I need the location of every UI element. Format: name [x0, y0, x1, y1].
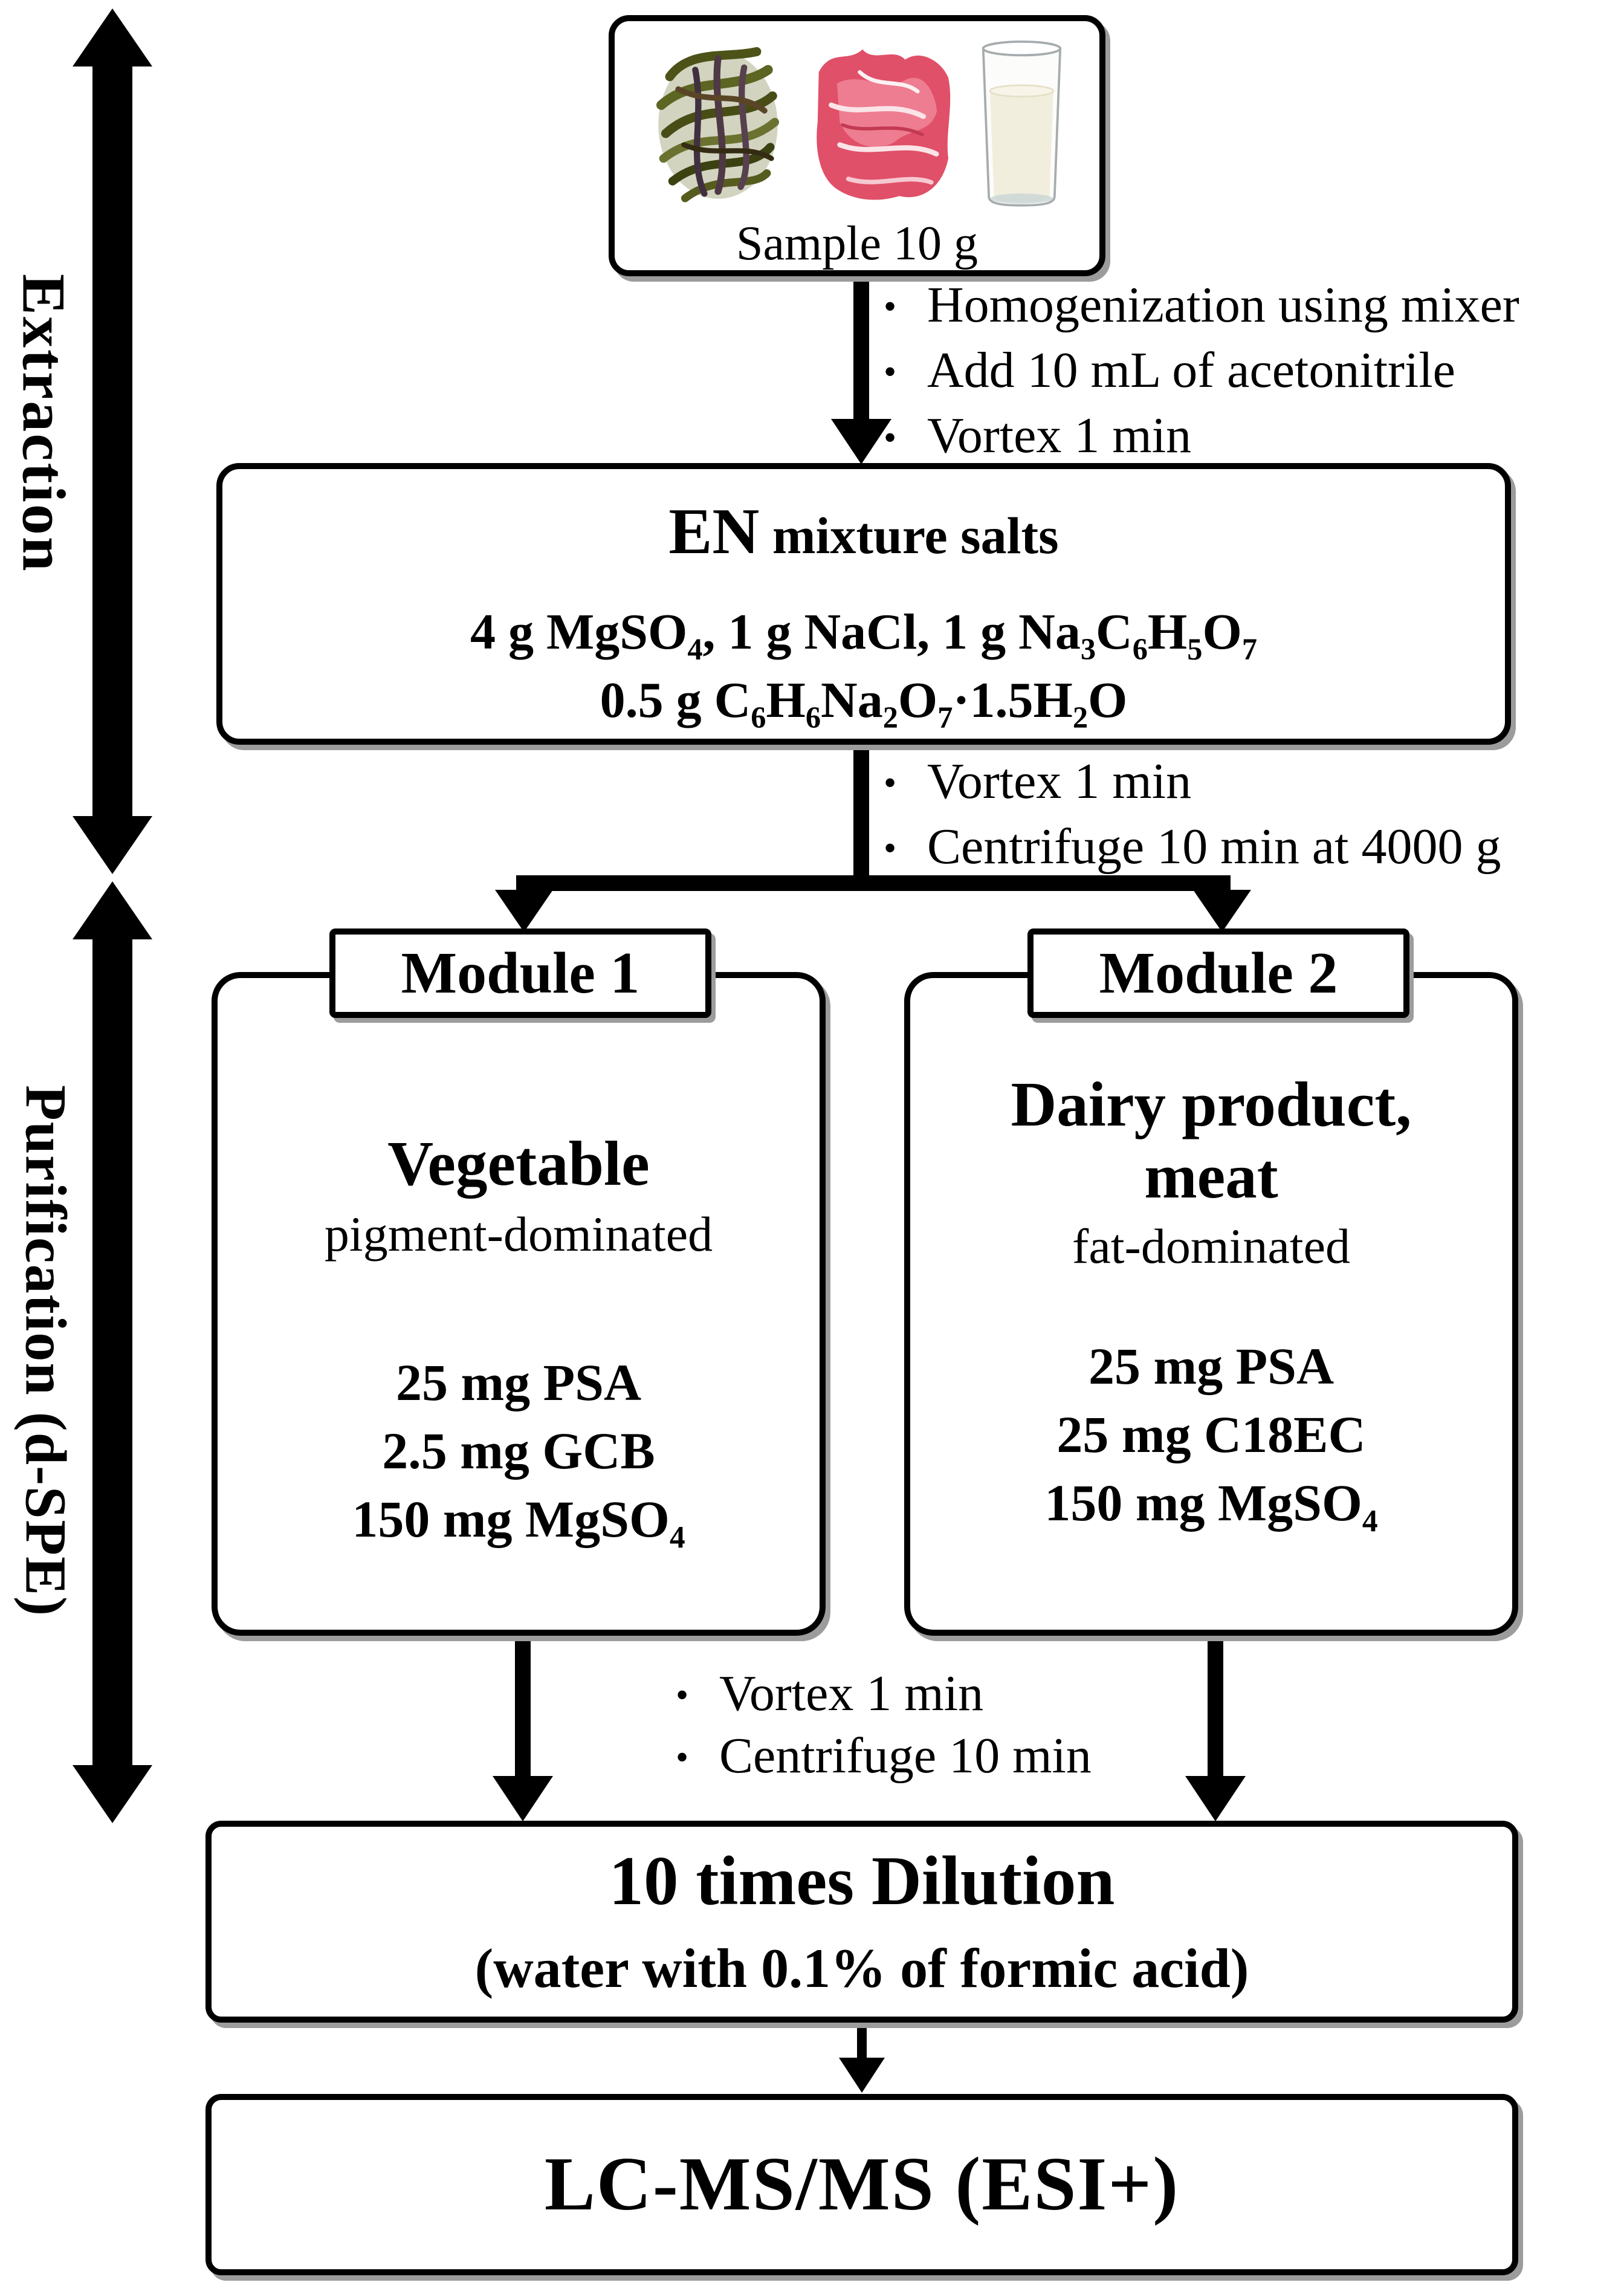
module-2-sorbent-list: 25 mg PSA 25 mg C18EC 150 mg MgSO4 — [1044, 1332, 1377, 1537]
module-2-subtitle: fat-dominated — [1072, 1219, 1350, 1274]
bullet-item: Add 10 mL of acetonitrile — [884, 339, 1519, 404]
split-arrowhead-module-2 — [1193, 890, 1251, 932]
bullet-item: Vortex 1 min — [676, 1664, 1092, 1726]
extraction-span-arrow — [73, 8, 152, 874]
module-2-title: Dairy product,meat — [1011, 1069, 1412, 1211]
en-mixture-salts-box: EN mixture salts 4 g MgSO4, 1 g NaCl, 1 … — [216, 463, 1511, 745]
module-1-box: Vegetable pigment-dominated 25 mg PSA 2.… — [212, 972, 826, 1636]
connector-sample-to-en-line — [853, 275, 869, 420]
sample-images-row — [643, 37, 1071, 207]
dilution-title: 10 times Dilution — [609, 1842, 1115, 1919]
module-1-title: Vegetable — [387, 1128, 650, 1199]
module-1-label: Module 1 — [401, 941, 640, 1006]
sorbent-item: 25 mg PSA — [395, 1353, 642, 1412]
module-2-label: Module 2 — [1099, 941, 1338, 1006]
glass-of-milk-image — [982, 41, 1062, 207]
connector-module-1-to-dilution-arrowhead — [493, 1776, 553, 1821]
raw-meat-image — [817, 49, 951, 200]
sample-caption: Sample 10 g — [736, 217, 978, 270]
sample-box: Sample 10 g — [609, 15, 1105, 276]
sorbent-item: 25 mg C18EC — [1056, 1405, 1366, 1463]
sorbent-item: 2.5 mg GCB — [382, 1422, 655, 1480]
lcms-box: LC-MS/MS (ESI+) — [205, 2094, 1518, 2275]
module-2-label-box: Module 2 — [1027, 928, 1409, 1018]
split-arrowhead-module-1 — [495, 890, 553, 932]
connector-dilution-to-lcms-arrowhead — [839, 2058, 885, 2093]
sorbent-item: 150 mg MgSO4 — [1044, 1473, 1378, 1538]
bullet-item: Homogenization using mixer — [884, 273, 1519, 339]
stage-label-purification: Purification (d-SPE) — [13, 1085, 79, 1617]
en-box-title-rest: mixture salts — [759, 507, 1059, 565]
after-sample-bullets: Homogenization using mixer Add 10 mL of … — [884, 273, 1519, 470]
bullet-item: Vortex 1 min — [884, 750, 1501, 815]
en-salts-line-2: 0.5 g C6H6Na2O7·1.5H2O — [600, 672, 1128, 734]
connector-module-2-to-dilution-line — [1208, 1632, 1223, 1778]
after-module-bullets: Vortex 1 min Centrifuge 10 min — [676, 1664, 1092, 1788]
bullet-item: Centrifuge 10 min — [676, 1726, 1092, 1788]
sorbent-item: 25 mg PSA — [1088, 1337, 1334, 1395]
bullet-item: Centrifuge 10 min at 4000 g — [884, 815, 1501, 880]
module-1-sorbent-list: 25 mg PSA 2.5 mg GCB 150 mg MgSO4 — [352, 1349, 685, 1554]
dilution-subtitle: (water with 0.1% of formic acid) — [474, 1937, 1249, 2000]
sorbent-item: 150 mg MgSO4 — [352, 1490, 685, 1555]
after-en-bullets: Vortex 1 min Centrifuge 10 min at 4000 g — [884, 750, 1501, 880]
connector-module-1-to-dilution-line — [515, 1632, 531, 1778]
dilution-box: 10 times Dilution (water with 0.1% of fo… — [205, 1821, 1518, 2023]
en-box-title: EN mixture salts — [668, 494, 1058, 569]
en-box-title-emph: EN — [668, 496, 760, 568]
bullet-item: Vortex 1 min — [884, 404, 1519, 469]
module-2-box: Dairy product,meat fat-dominated 25 mg P… — [904, 972, 1518, 1636]
dried-vegetable-image — [656, 47, 780, 203]
connector-en-to-split-line — [853, 744, 869, 879]
connector-module-2-to-dilution-arrowhead — [1185, 1776, 1246, 1821]
connector-sample-to-en-arrowhead — [831, 419, 891, 464]
stage-label-extraction: Extraction — [9, 273, 78, 573]
module-1-subtitle: pigment-dominated — [324, 1206, 713, 1262]
lcms-title: LC-MS/MS (ESI+) — [544, 2142, 1180, 2226]
en-salts-line-1: 4 g MgSO4, 1 g NaCl, 1 g Na3C6H5O7 — [470, 604, 1258, 666]
connector-dilution-to-lcms-line — [857, 2023, 867, 2060]
module-1-label-box: Module 1 — [329, 928, 711, 1018]
purification-span-arrow — [73, 881, 152, 1823]
